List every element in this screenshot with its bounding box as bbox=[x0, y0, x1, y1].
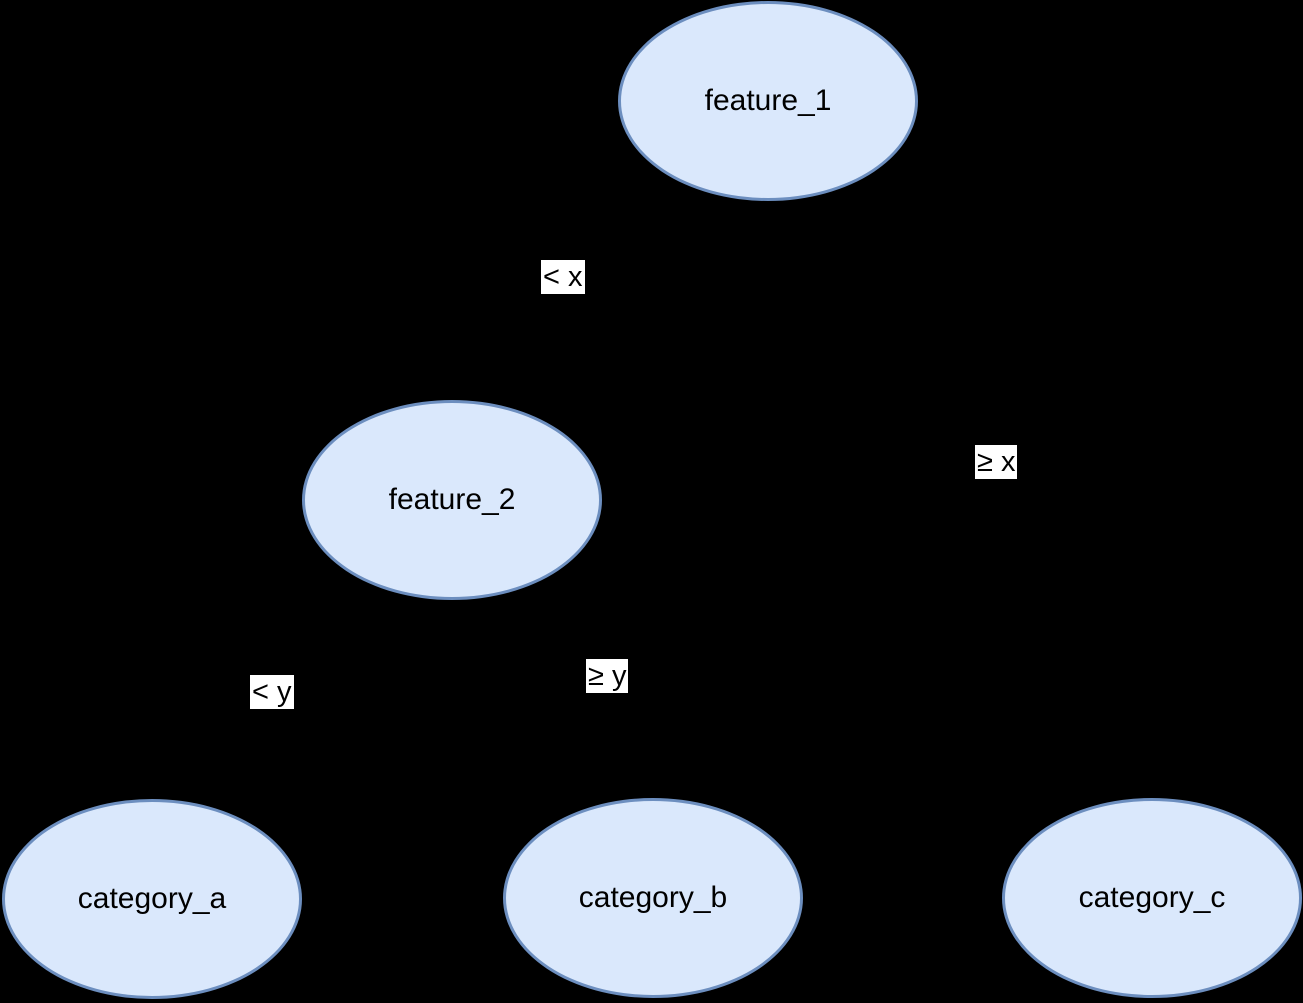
node-category-a: category_a bbox=[2, 799, 302, 999]
node-category-b: category_b bbox=[503, 798, 803, 998]
node-category-a-label: category_a bbox=[77, 882, 227, 915]
node-feature-1-label: feature_1 bbox=[704, 84, 832, 117]
edge-feature1-categoryc bbox=[767, 100, 1153, 899]
node-category-b-label: category_b bbox=[578, 881, 728, 914]
edge-label-less-than-y: < y bbox=[250, 675, 294, 709]
node-category-c-label: category_c bbox=[1078, 881, 1226, 914]
node-feature-1: feature_1 bbox=[618, 1, 918, 201]
node-feature-2: feature_2 bbox=[302, 400, 602, 600]
node-feature-2-label: feature_2 bbox=[388, 483, 516, 516]
edge-label-less-than-x: < x bbox=[541, 260, 585, 294]
edge-label-greater-equal-x: ≥ x bbox=[975, 445, 1018, 479]
edge-label-greater-equal-y: ≥ y bbox=[586, 659, 629, 693]
node-category-c: category_c bbox=[1002, 798, 1302, 998]
